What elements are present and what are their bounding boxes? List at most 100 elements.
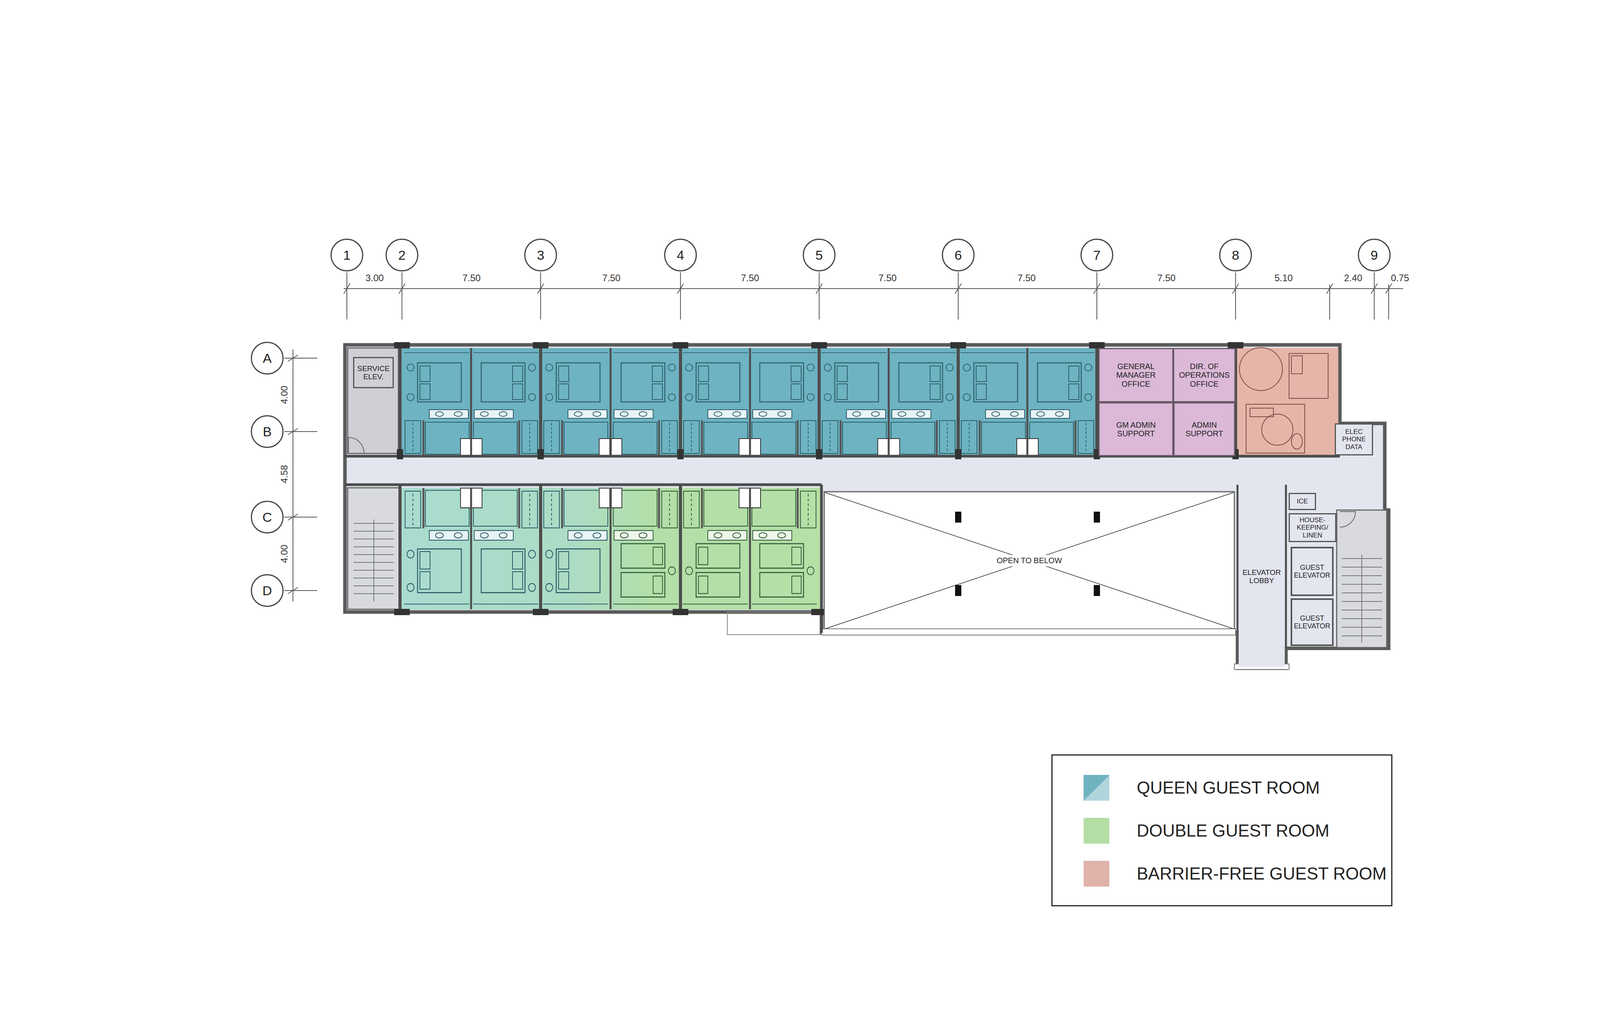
grid-bubble: 7 (1080, 238, 1114, 272)
double-room-zone (400, 487, 822, 610)
stair (1336, 510, 1387, 648)
office-room: GM ADMIN SUPPORT (1098, 402, 1174, 457)
office-room: ADMIN SUPPORT (1173, 402, 1236, 457)
elevator-box: SERVICE ELEV. (353, 357, 394, 389)
dimension-label-holder: 7.50 (1017, 272, 1036, 284)
dimension-label: 2.40 (1344, 272, 1363, 284)
stair-treads (1341, 554, 1383, 643)
grid-bubble: 4 (664, 238, 697, 272)
legend-frame (1051, 755, 1392, 906)
room-label: OPEN TO BELOW (992, 555, 1066, 567)
dimension-label: 7.50 (878, 272, 897, 284)
elevator-box: GUEST ELEVATOR (1290, 598, 1334, 647)
legend-swatch (1083, 775, 1110, 801)
dimension-label: 7.50 (1017, 272, 1036, 284)
dimension-label-holder: 4.58 (278, 465, 290, 484)
room-label: ELEVATOR LOBBY (1240, 568, 1283, 586)
dimension-label-holder: 5.10 (1274, 272, 1293, 284)
room-label: HOUSE- KEEPING/ LINEN (1294, 516, 1331, 539)
grid-number: 7 (1093, 247, 1101, 263)
legend-swatch (1083, 860, 1110, 887)
grid-bubble: D (250, 574, 284, 608)
lobby-area: ELEVATOR LOBBY (1238, 486, 1285, 667)
door-swing (1339, 511, 1356, 528)
door-swing (348, 437, 365, 454)
grid-number: A (262, 350, 272, 366)
dimension-label: 4.58 (278, 465, 290, 484)
open-below-cross (825, 492, 1234, 629)
dimension-label-holder: 7.50 (462, 272, 481, 284)
elevator-box: GUEST ELEVATOR (1290, 546, 1334, 597)
service-core (347, 348, 399, 454)
dimension-label-holder: 7.50 (741, 272, 760, 284)
grid-number: B (262, 424, 272, 440)
grid-bubble: 2 (385, 238, 419, 272)
utility-room: ICE (1288, 492, 1317, 511)
barrier-free-room (1236, 348, 1339, 457)
dimension-label-holder: 4.00 (278, 544, 290, 564)
grid-number: 3 (537, 247, 545, 263)
grid-bubble: 3 (524, 238, 558, 272)
grid-number: 1 (343, 247, 351, 263)
room-label: SERVICE ELEV. (355, 364, 392, 382)
legend-swatch (1083, 817, 1110, 844)
legend-swatch-shade (1083, 775, 1110, 801)
dimension-label-holder: 0.75 (1391, 272, 1410, 284)
dimension-label-holder: 2.40 (1344, 272, 1363, 284)
balcony-rail (821, 628, 1236, 636)
grid-bubble: 9 (1357, 238, 1391, 272)
grid-number: 6 (954, 247, 963, 263)
dimension-label: 7.50 (462, 272, 481, 284)
office-zone (1097, 348, 1236, 457)
columns (955, 511, 1100, 597)
dimension-label: 4.00 (278, 544, 290, 564)
legend-entry: BARRIER-FREE GUEST ROOM (1136, 864, 1387, 884)
open-area-label: OPEN TO BELOW (824, 491, 1235, 630)
room-label: DIR. OF OPERATIONS OFFICE (1175, 362, 1234, 389)
stair-treads (353, 519, 394, 602)
grid-bubble: A (250, 341, 284, 375)
queen-room-zone (400, 348, 1097, 457)
room-label: GUEST ELEVATOR (1292, 563, 1332, 580)
legend-text: QUEEN GUEST ROOM (1136, 778, 1320, 798)
dimension-label-holder: 3.00 (365, 272, 384, 284)
open-area (824, 491, 1235, 630)
grid-bubble: 6 (941, 238, 975, 272)
dimension-label: 7.50 (741, 272, 760, 284)
legend-entry: DOUBLE GUEST ROOM (1136, 821, 1330, 841)
walls (344, 344, 1340, 649)
utility-room: ELEC PHONE DATA (1334, 423, 1374, 456)
grid-bubble: C (250, 500, 284, 534)
room-label: GENERAL MANAGER OFFICE (1114, 362, 1158, 389)
open-below-cross (825, 492, 1234, 629)
grid-number: C (262, 509, 273, 525)
grid-bubble: 8 (1219, 238, 1252, 272)
dimension-label-holder: 7.50 (878, 272, 897, 284)
grid-number: 2 (398, 247, 406, 263)
grid-number: 8 (1232, 247, 1240, 263)
dimension-label-holder: 4.00 (278, 385, 290, 405)
facade-columns (394, 342, 1244, 616)
building-outline (344, 344, 1389, 669)
legend-text: DOUBLE GUEST ROOM (1136, 821, 1330, 841)
room-label: GUEST ELEVATOR (1292, 614, 1332, 631)
room-label: ICE (1296, 497, 1308, 506)
room-label: ADMIN SUPPORT (1184, 420, 1224, 439)
grid-bubble: B (250, 415, 284, 449)
grid-bubble: 1 (330, 238, 364, 272)
office-room: GENERAL MANAGER OFFICE (1098, 348, 1174, 403)
dimension-label: 7.50 (602, 272, 621, 284)
grid-number: 9 (1370, 247, 1379, 263)
office-room: DIR. OF OPERATIONS OFFICE (1173, 348, 1236, 403)
barrier-free-fixtures (1239, 347, 1329, 454)
legend-text: BARRIER-FREE GUEST ROOM (1136, 864, 1387, 884)
legend-entry: QUEEN GUEST ROOM (1136, 778, 1320, 798)
grid-number: D (262, 583, 273, 599)
grid-number: 5 (815, 247, 824, 263)
dimension-label-holder: 7.50 (1157, 272, 1176, 284)
dimension-label: 4.00 (278, 385, 290, 405)
dimension-label-holder: 7.50 (602, 272, 621, 284)
grid-bubble: 5 (802, 238, 836, 272)
dimension-label: 3.00 (365, 272, 384, 284)
